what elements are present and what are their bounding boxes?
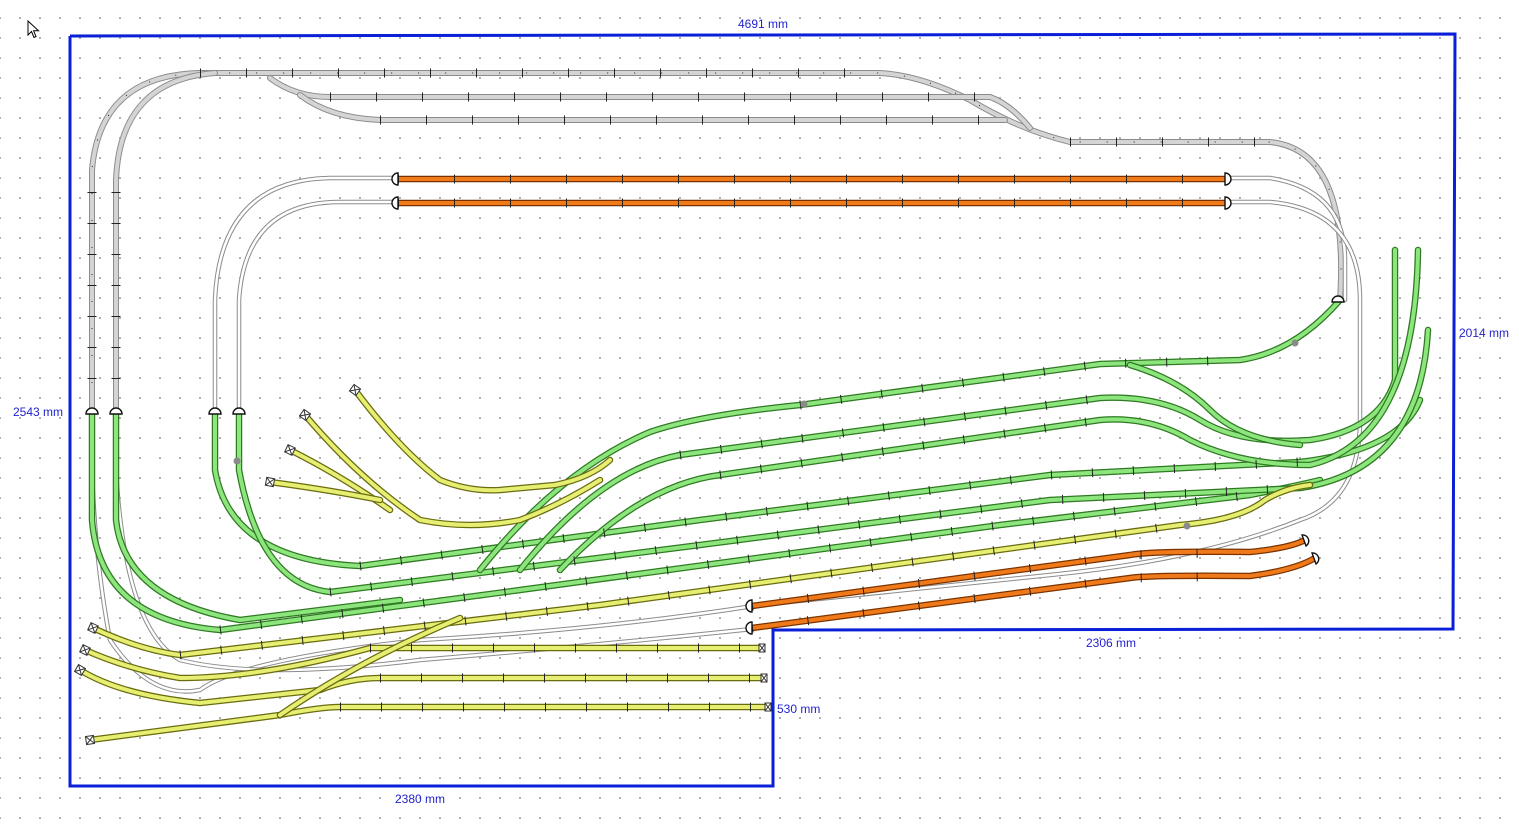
buffer-stop-icon: [1224, 172, 1232, 186]
baseboard-outline: [68, 32, 1457, 788]
hidden-return-loop-tracks[interactable]: [89, 175, 1363, 694]
track-end-icon: [758, 643, 766, 653]
arrow-cursor-icon: [27, 20, 40, 39]
track-end-icon: [79, 644, 91, 656]
dimension-left: 2543 mm: [13, 405, 64, 419]
dimension-bottom: 2380 mm: [395, 792, 446, 806]
buffer-stop-icon: [109, 407, 123, 415]
buffer-stops: [85, 172, 1345, 635]
track-end-icon: [298, 408, 312, 422]
dimension-step-bottom: 2306 mm: [1086, 636, 1137, 650]
track-end-icon: [284, 444, 296, 456]
track-end-icon: [73, 663, 87, 677]
buffer-stop-icon: [745, 599, 753, 613]
track-joints: [233, 339, 1299, 530]
track-end-icon: [760, 673, 768, 683]
buffer-stop-icon: [1311, 552, 1320, 566]
dimension-step-side: 530 mm: [777, 702, 821, 716]
track-end-icon: [764, 702, 772, 712]
track-end-icon: [348, 383, 362, 397]
buffer-stop-icon: [85, 407, 99, 415]
track-ties: [87, 68, 1301, 712]
track-ends: [73, 383, 772, 746]
dimension-right: 2014 mm: [1459, 326, 1510, 340]
yard-tracks[interactable]: [76, 386, 1314, 744]
dimension-top: 4691 mm: [738, 17, 789, 31]
buffer-stop-icon: [1301, 534, 1310, 548]
buffer-stop-icon: [391, 196, 399, 210]
buffer-stop-icon: [208, 407, 222, 415]
buffer-stop-icon: [1331, 295, 1345, 303]
track-end-icon: [264, 476, 276, 488]
buffer-stop-icon: [391, 172, 399, 186]
track-end-icon: [84, 734, 96, 746]
buffer-stop-icon: [1224, 196, 1232, 210]
track-end-icon: [87, 622, 99, 634]
buffer-stop-icon: [745, 621, 753, 635]
station-tracks[interactable]: [394, 175, 1319, 632]
buffer-stop-icon: [232, 407, 246, 415]
